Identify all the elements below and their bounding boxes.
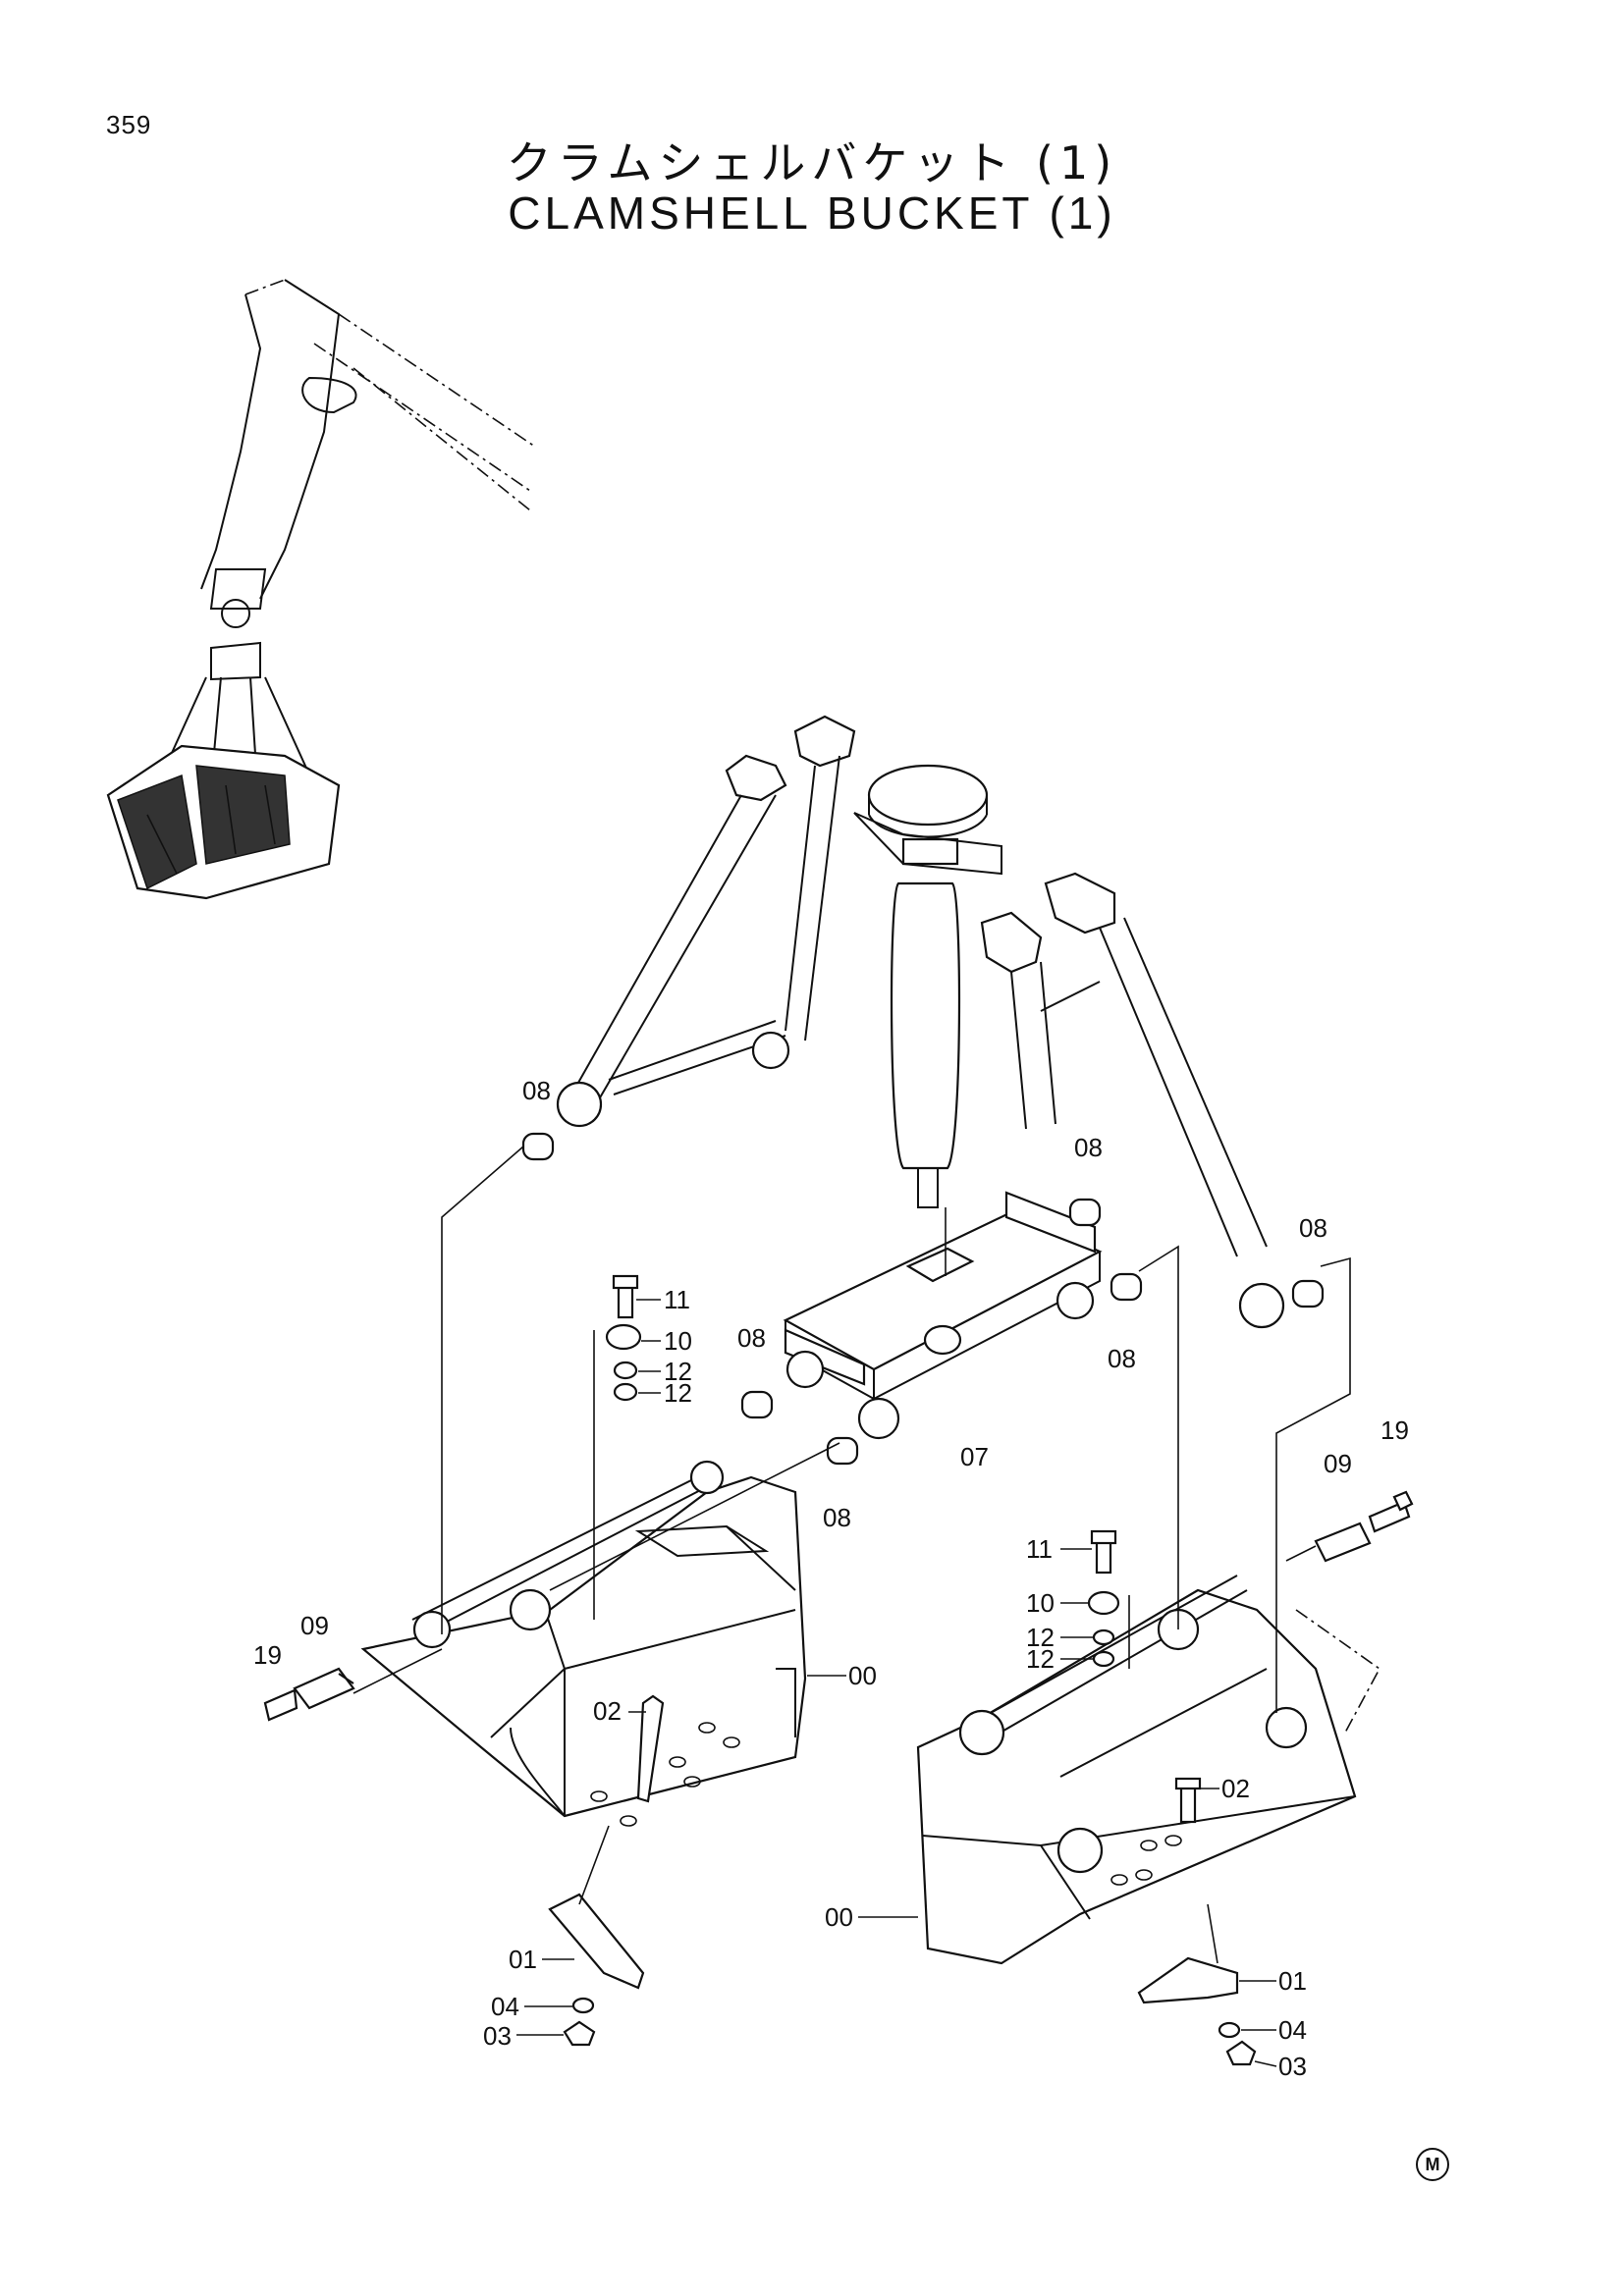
left-hardware-stack (605, 1274, 642, 1402)
callout-11: 11 (1026, 1534, 1053, 1564)
callout-12: 12 (664, 1378, 692, 1408)
callout-02: 02 (593, 1696, 622, 1726)
callout-04: 04 (491, 1992, 519, 2021)
callout-08: 08 (1299, 1213, 1327, 1243)
callout-04: 04 (1278, 2015, 1307, 2045)
hydraulic-cylinder (853, 764, 1002, 1208)
part-number-callouts: 08 08 08 08 08 08 11 10 12 12 07 19 09 0… (253, 1076, 1409, 2081)
title-japanese: クラムシェルバケット (1) (506, 136, 1118, 189)
right-pin-and-bolt (1314, 1490, 1414, 1563)
callout-08: 08 (522, 1076, 551, 1105)
callout-11: 11 (664, 1285, 690, 1314)
callout-03: 03 (483, 2021, 512, 2051)
left-bucket-half (360, 1460, 807, 1827)
right-bucket-bolt-holes (1110, 1835, 1182, 1886)
title-english: CLAMSHELL BUCKET (1) (508, 187, 1116, 239)
callout-01: 01 (509, 1945, 537, 1974)
excavator-arm-illustration (106, 279, 536, 900)
page-number: 359 (106, 110, 152, 139)
callout-09: 09 (300, 1611, 329, 1640)
right-tooth-assembly (1137, 1956, 1257, 2066)
callout-02: 02 (1221, 1774, 1250, 1803)
callout-07: 07 (960, 1442, 989, 1471)
left-pin-and-bolt (263, 1667, 355, 1722)
callout-12: 12 (1026, 1623, 1055, 1652)
callout-08: 08 (1108, 1344, 1136, 1373)
callout-08: 08 (737, 1323, 766, 1353)
callout-00: 00 (825, 1902, 853, 1932)
left-tooth-assembly (548, 1694, 665, 2047)
callout-08: 08 (823, 1503, 851, 1532)
callout-10: 10 (1026, 1588, 1055, 1618)
callout-19: 19 (1380, 1415, 1409, 1445)
right-hardware-stack (1087, 1529, 1202, 1824)
left-arm-link (556, 715, 856, 1128)
right-bucket-half (916, 1575, 1381, 1965)
callout-19: 19 (253, 1640, 282, 1670)
callout-12: 12 (1026, 1644, 1055, 1674)
callout-12: 12 (664, 1357, 692, 1386)
crossbar-part (783, 1191, 1103, 1440)
callout-00: 00 (848, 1661, 877, 1690)
callout-10: 10 (664, 1326, 692, 1356)
callout-03: 03 (1278, 2052, 1307, 2081)
callout-01: 01 (1278, 1966, 1307, 1996)
right-arm-link (980, 872, 1285, 1329)
callout-09: 09 (1324, 1449, 1352, 1478)
callout-08: 08 (1074, 1133, 1103, 1162)
left-bucket-bolt-holes (590, 1722, 740, 1827)
manufacturer-mark: M (1416, 2148, 1449, 2181)
assembly-leader-lines (352, 1146, 1351, 1964)
